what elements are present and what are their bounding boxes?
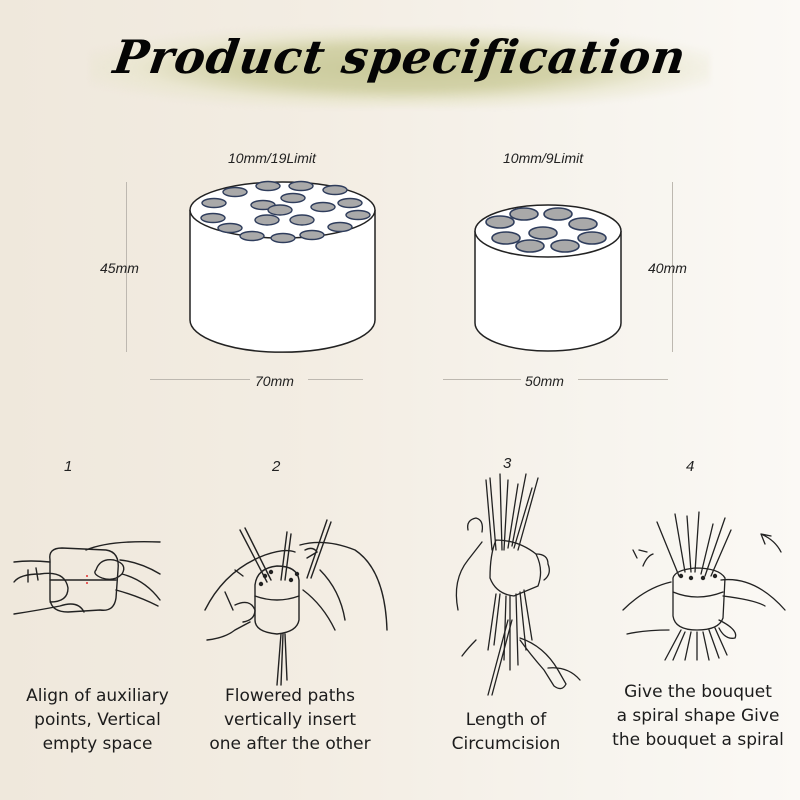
product-2-width-label: 50mm	[525, 373, 564, 389]
step-4-number: 4	[686, 458, 695, 475]
title-glow-background	[90, 28, 710, 108]
product-2-width-line-left	[443, 379, 521, 380]
product-1-width-label: 70mm	[255, 373, 294, 389]
step-2-illustration-hands-inserting-stems	[204, 519, 388, 686]
step-3-number: 3	[503, 455, 512, 472]
step-2-number: 2	[272, 458, 281, 475]
product-1-capacity-label: 10mm/19Limit	[228, 150, 316, 166]
step-3-illustration-hand-cutting-stems	[455, 473, 581, 696]
product-2-height-line	[672, 182, 673, 352]
step-4-illustration-hands-twisting-bouquet	[622, 511, 786, 661]
page-title: Product specification	[110, 30, 690, 84]
product-1-width-line-left	[150, 379, 250, 380]
step-1-caption: Align of auxiliary points, Vertical empt…	[26, 686, 169, 754]
product-1-height-line	[126, 182, 127, 352]
step-4-caption: Give the bouquet a spiral shape Give the…	[612, 682, 784, 750]
product-2-holder-illustration	[474, 204, 622, 352]
product-2-height-label: 40mm	[648, 260, 687, 276]
product-2-capacity-label: 10mm/9Limit	[503, 150, 584, 166]
product-2-width-line-right	[578, 379, 668, 380]
step-1-illustration-hands-aligning-holder	[13, 541, 161, 615]
step-2-caption: Flowered paths vertically insert one aft…	[209, 686, 371, 754]
product-1-width-line-right	[308, 379, 363, 380]
step-1-number: 1	[64, 458, 73, 475]
step-3-caption: Length of Circumcision	[451, 710, 561, 754]
product-1-height-label: 45mm	[100, 260, 139, 276]
product-1-holder-illustration	[189, 180, 376, 353]
